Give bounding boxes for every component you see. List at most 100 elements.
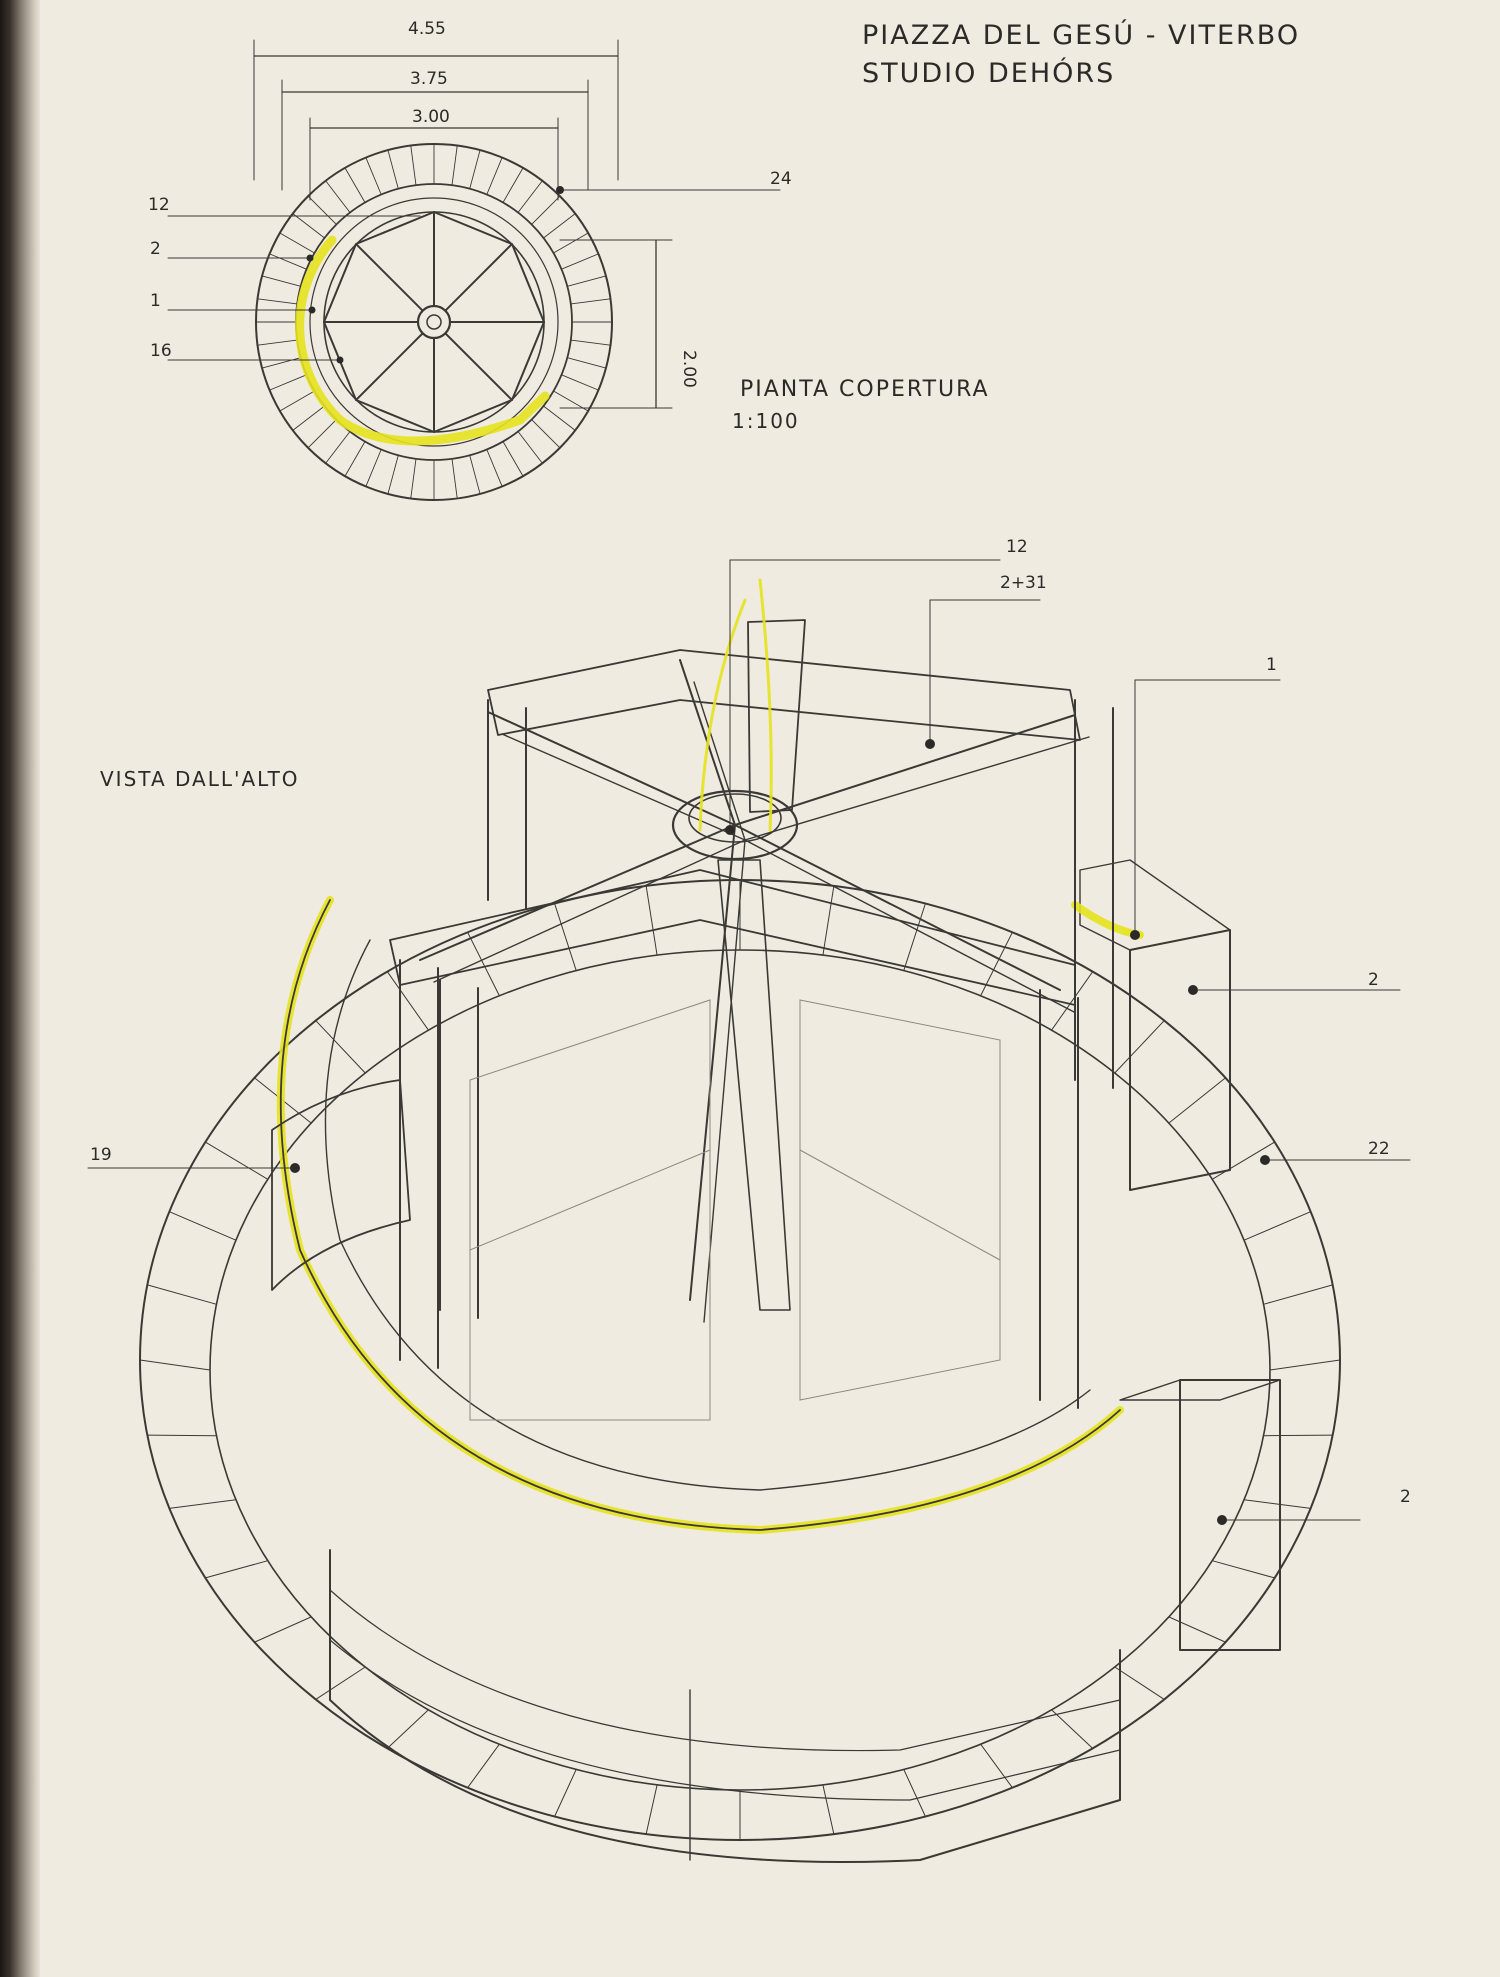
pencil-stroke bbox=[204, 1560, 269, 1579]
pencil-stroke bbox=[1051, 1709, 1094, 1749]
pencil-stroke bbox=[386, 1709, 429, 1749]
pencil-stroke bbox=[168, 1211, 237, 1241]
pencil-stroke bbox=[1211, 1141, 1276, 1180]
pencil-stroke bbox=[543, 405, 576, 431]
pencil-stroke bbox=[1243, 1499, 1312, 1509]
notebook-binding bbox=[0, 0, 40, 1977]
pencil-stroke bbox=[1262, 1284, 1334, 1305]
plan-scale: 1:100 bbox=[732, 409, 800, 433]
view-callout-12: 12 bbox=[1006, 537, 1028, 557]
pencil-stroke bbox=[365, 449, 382, 487]
pencil-stroke bbox=[689, 824, 736, 1301]
pencil-stroke bbox=[257, 298, 298, 305]
pencil-stroke bbox=[561, 374, 599, 391]
pencil-stroke bbox=[279, 232, 315, 254]
pencil-stroke bbox=[451, 145, 458, 186]
plan-drawing bbox=[167, 39, 781, 501]
pencil-stroke bbox=[693, 681, 746, 841]
pencil-stroke bbox=[645, 1784, 658, 1835]
pencil-stroke bbox=[279, 390, 315, 412]
pencil-stroke bbox=[410, 145, 417, 186]
pencil-stroke bbox=[469, 454, 481, 495]
pencil-stroke bbox=[570, 339, 611, 346]
plan-callout-1: 1 bbox=[150, 291, 161, 311]
pencil-stroke bbox=[168, 1499, 237, 1509]
pencil-stroke bbox=[146, 1434, 218, 1437]
pencil-stroke bbox=[1211, 1560, 1276, 1579]
view-caption: VISTA DALL'ALTO bbox=[100, 767, 300, 791]
pencil-stroke bbox=[292, 213, 325, 239]
pencil-stroke bbox=[146, 1284, 218, 1305]
pencil-stroke bbox=[257, 339, 298, 346]
plan-dimension-depth: 2.00 bbox=[679, 350, 699, 388]
pencil-stroke bbox=[269, 374, 307, 391]
pencil-stroke bbox=[307, 195, 337, 225]
pencil-stroke bbox=[553, 390, 589, 412]
pencil-stroke bbox=[1262, 1434, 1334, 1437]
pencil-stroke bbox=[325, 431, 351, 464]
pencil-stroke bbox=[344, 441, 366, 477]
pencil-stroke bbox=[561, 253, 599, 270]
pencil-stroke bbox=[451, 458, 458, 499]
pencil-stroke bbox=[139, 1359, 211, 1371]
plan-callout-12: 12 bbox=[148, 195, 170, 215]
pencil-stroke bbox=[486, 157, 503, 195]
pencil-stroke bbox=[355, 332, 424, 401]
pencil-stroke bbox=[1243, 1211, 1312, 1241]
pencil-stroke bbox=[980, 1743, 1013, 1789]
pencil-stroke bbox=[1114, 1020, 1165, 1074]
pencil-stroke bbox=[517, 180, 543, 213]
pencil-stroke bbox=[554, 1768, 577, 1818]
view-callout-19: 19 bbox=[90, 1145, 112, 1165]
pencil-stroke bbox=[387, 149, 399, 190]
pencil-stroke bbox=[517, 431, 543, 464]
pencil-stroke bbox=[469, 149, 481, 190]
pencil-stroke bbox=[1051, 971, 1094, 1031]
view-callout-2-upper: 2 bbox=[1368, 970, 1379, 990]
pencil-stroke bbox=[254, 1616, 312, 1643]
pencil-stroke bbox=[1269, 1359, 1341, 1371]
pencil-stroke bbox=[444, 332, 513, 401]
isometric-view-drawing bbox=[87, 559, 1411, 1863]
plan-callout-2: 2 bbox=[150, 239, 161, 259]
plan-callout-24: 24 bbox=[770, 169, 792, 189]
pencil-stroke bbox=[419, 824, 736, 961]
plan-dimension-width-outer: 4.55 bbox=[408, 19, 446, 39]
pencil-stroke bbox=[1168, 1616, 1226, 1643]
title-line-1: PIAZZA DEL GESÚ - VITERBO bbox=[862, 19, 1300, 51]
pencil-stroke bbox=[269, 253, 307, 270]
pencil-stroke bbox=[502, 441, 524, 477]
view-callout-2-base: 2 bbox=[1400, 1487, 1411, 1507]
pencil-stroke bbox=[822, 885, 835, 956]
pencil-stroke bbox=[204, 1141, 269, 1180]
pencil-stroke bbox=[344, 167, 366, 203]
pencil-stroke bbox=[744, 839, 1075, 1013]
pencil-stroke bbox=[566, 275, 607, 287]
pencil-stroke bbox=[315, 1666, 366, 1700]
view-callout-2-31: 2+31 bbox=[1000, 573, 1047, 593]
pencil-stroke bbox=[467, 931, 500, 997]
pencil-stroke bbox=[307, 419, 337, 449]
pencil-stroke bbox=[387, 454, 399, 495]
pencil-stroke bbox=[531, 419, 561, 449]
pencil-stroke bbox=[1168, 1077, 1226, 1124]
pencil-stroke bbox=[566, 357, 607, 369]
pencil-stroke bbox=[315, 1020, 366, 1074]
plan-dimension-width-inner: 3.00 bbox=[412, 107, 450, 127]
pencil-stroke bbox=[501, 733, 746, 841]
pencil-stroke bbox=[292, 405, 325, 431]
pencil-stroke bbox=[554, 902, 577, 972]
pencil-stroke bbox=[355, 243, 424, 312]
pencil-stroke bbox=[734, 824, 1061, 991]
pencil-stroke bbox=[444, 243, 513, 312]
plan-dimension-width-middle: 3.75 bbox=[410, 69, 448, 89]
pencil-stroke bbox=[903, 1768, 926, 1818]
view-callout-1: 1 bbox=[1266, 655, 1277, 675]
pencil-stroke bbox=[744, 736, 1090, 841]
plan-caption: PIANTA COPERTURA bbox=[740, 377, 990, 402]
pencil-stroke bbox=[553, 232, 589, 254]
pencil-stroke bbox=[467, 1743, 500, 1789]
pencil-stroke bbox=[410, 458, 417, 499]
